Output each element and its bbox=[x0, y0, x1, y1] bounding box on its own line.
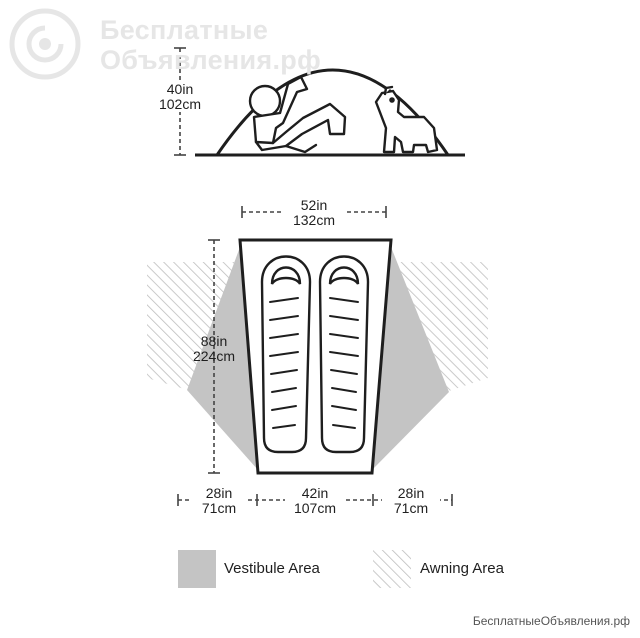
vestibule-area-left bbox=[187, 247, 258, 470]
awning-area-left bbox=[147, 262, 240, 390]
length-cm: 224cm bbox=[192, 348, 236, 364]
height-dimension-line bbox=[174, 47, 186, 156]
sleeping-bag-right bbox=[318, 255, 370, 454]
sleeping-bag-left bbox=[260, 255, 312, 454]
height-label: 40in 102cm bbox=[150, 82, 210, 112]
awning-area-right bbox=[397, 262, 488, 392]
dog-icon bbox=[374, 85, 439, 154]
vestibule-left-label: 28in 71cm bbox=[190, 486, 248, 516]
width-label: 52in 132cm bbox=[284, 198, 344, 228]
watermark-logo-icon bbox=[9, 8, 81, 80]
vestibule-right-in: 28in bbox=[397, 485, 425, 501]
vestibule-area-right bbox=[372, 247, 449, 470]
vestibule-left-cm: 71cm bbox=[201, 500, 237, 516]
length-dimension-line bbox=[208, 239, 220, 474]
width-in: 52in bbox=[300, 197, 328, 213]
legend-vestibule-swatch bbox=[178, 550, 216, 588]
person-icon bbox=[248, 75, 347, 154]
height-cm: 102cm bbox=[158, 96, 202, 112]
vestibule-right-cm: 71cm bbox=[393, 500, 429, 516]
footer-watermark: БесплатныеОбъявления.рф bbox=[472, 614, 630, 628]
vestibule-right-label: 28in 71cm bbox=[382, 486, 440, 516]
legend-awning-label: Awning Area bbox=[420, 560, 504, 577]
length-in: 88in bbox=[200, 333, 228, 349]
legend-vestibule-label: Vestibule Area bbox=[224, 560, 320, 577]
floor-bottom-label: 42in 107cm bbox=[285, 486, 345, 516]
floor-bottom-in: 42in bbox=[301, 485, 329, 501]
watermark-line-2: Объявления.рф bbox=[100, 45, 321, 75]
floor-bottom-cm: 107cm bbox=[293, 500, 337, 516]
height-in: 40in bbox=[166, 81, 194, 97]
length-label: 88in 224cm bbox=[184, 334, 244, 364]
width-cm: 132cm bbox=[292, 212, 336, 228]
vestibule-left-in: 28in bbox=[205, 485, 233, 501]
legend-awning-swatch bbox=[373, 550, 411, 588]
watermark-line-1: Бесплатные bbox=[100, 15, 269, 45]
